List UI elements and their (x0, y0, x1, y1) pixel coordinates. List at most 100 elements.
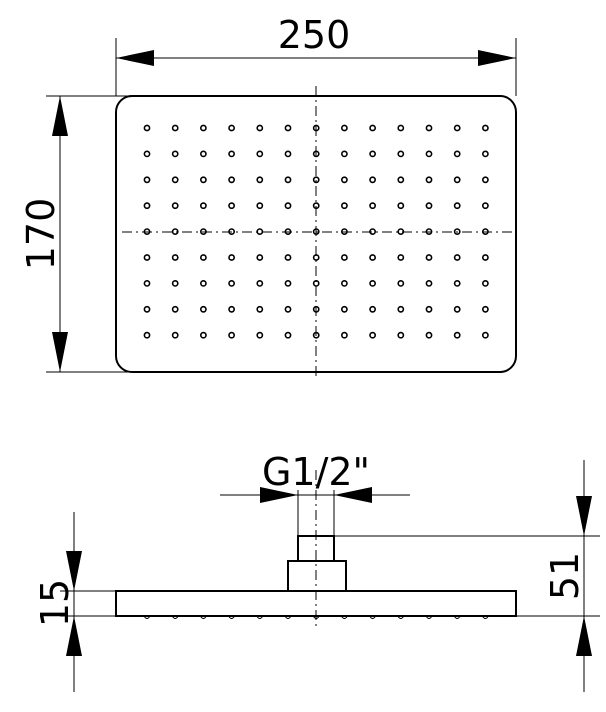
nozzle (284, 124, 292, 132)
top-view: 250 170 (19, 13, 517, 380)
nozzle (481, 254, 489, 261)
side-view: G1/2" 15 51 (33, 450, 600, 692)
nozzle (228, 176, 235, 184)
nozzle (228, 279, 235, 287)
side-nozzle (143, 615, 151, 619)
side-nozzle (425, 615, 433, 619)
nozzle (312, 228, 320, 235)
nozzle (453, 254, 461, 261)
nozzle (369, 305, 376, 313)
nozzle (199, 279, 207, 287)
nozzle (481, 331, 489, 339)
nozzle (425, 331, 433, 339)
total-height-arrow-top (576, 496, 592, 536)
nozzle (256, 331, 264, 339)
nozzle (397, 176, 405, 184)
nozzle (284, 279, 292, 287)
nozzle (171, 279, 179, 287)
nozzle (171, 331, 179, 339)
nozzle (425, 176, 433, 184)
nozzle (397, 228, 405, 235)
nozzle (228, 331, 235, 339)
nozzle (284, 254, 292, 261)
nozzle (143, 124, 151, 132)
side-nozzle (256, 615, 264, 619)
nozzle (397, 254, 405, 261)
side-nozzle (340, 615, 348, 619)
nozzle (256, 124, 264, 132)
nozzle (397, 124, 405, 132)
nozzle (425, 279, 433, 287)
nozzle (143, 228, 151, 235)
nozzle (199, 331, 207, 339)
thickness-dimension-label: 15 (33, 579, 77, 627)
nozzle (340, 305, 348, 313)
nozzle (453, 228, 461, 235)
nozzle (256, 279, 264, 287)
nozzle (312, 254, 320, 261)
nozzle (397, 150, 405, 158)
nozzle (143, 202, 151, 210)
nozzle (312, 279, 320, 287)
nozzle (369, 331, 376, 339)
height-arrow-top (52, 96, 68, 136)
nozzle (453, 305, 461, 313)
nozzle (228, 124, 235, 132)
side-nozzle (228, 615, 236, 619)
side-nozzle (284, 615, 292, 619)
nozzle (481, 279, 489, 287)
nozzle (481, 124, 489, 132)
nozzle-grid (143, 124, 489, 339)
nozzle (397, 202, 405, 210)
nozzle (199, 176, 207, 184)
nozzle (284, 150, 292, 158)
nozzle (199, 150, 207, 158)
nozzle (199, 254, 207, 261)
side-nozzle (453, 615, 461, 619)
nozzle (453, 124, 461, 132)
nozzle (256, 150, 264, 158)
nozzle (312, 331, 320, 339)
nozzle (171, 305, 179, 313)
nozzle (312, 124, 320, 132)
nozzle (481, 305, 489, 313)
nozzle (143, 150, 151, 158)
side-nozzle (199, 615, 207, 619)
nozzle (425, 124, 433, 132)
nozzle (312, 305, 320, 313)
nozzle (340, 176, 348, 184)
nozzle (228, 202, 235, 210)
nozzle (284, 228, 292, 235)
thread-arrow-right (334, 487, 372, 503)
nozzle (481, 176, 489, 184)
nozzle (340, 150, 348, 158)
nozzle (369, 228, 376, 235)
nozzle (256, 176, 264, 184)
thread-arrow-left (260, 487, 298, 503)
height-arrow-bottom (52, 332, 68, 372)
nozzle (481, 150, 489, 158)
thickness-arrow-bottom (66, 616, 82, 656)
side-nozzle (369, 615, 377, 619)
nozzle (425, 254, 433, 261)
nozzle (312, 150, 320, 158)
nozzle (481, 228, 489, 235)
nozzle (453, 202, 461, 210)
nozzle (340, 331, 348, 339)
nozzle (284, 331, 292, 339)
side-nozzle (397, 615, 405, 619)
nozzle (228, 305, 235, 313)
total-height-dimension-label: 51 (543, 552, 587, 600)
nozzle (199, 228, 207, 235)
nozzle (284, 305, 292, 313)
nozzle (228, 254, 235, 261)
nozzle (369, 124, 376, 132)
nozzle (256, 254, 264, 261)
nozzle (256, 305, 264, 313)
total-height-arrow-bottom (576, 616, 592, 656)
nozzle (312, 202, 320, 210)
nozzle (425, 228, 433, 235)
nozzle (143, 331, 151, 339)
nozzle (397, 305, 405, 313)
